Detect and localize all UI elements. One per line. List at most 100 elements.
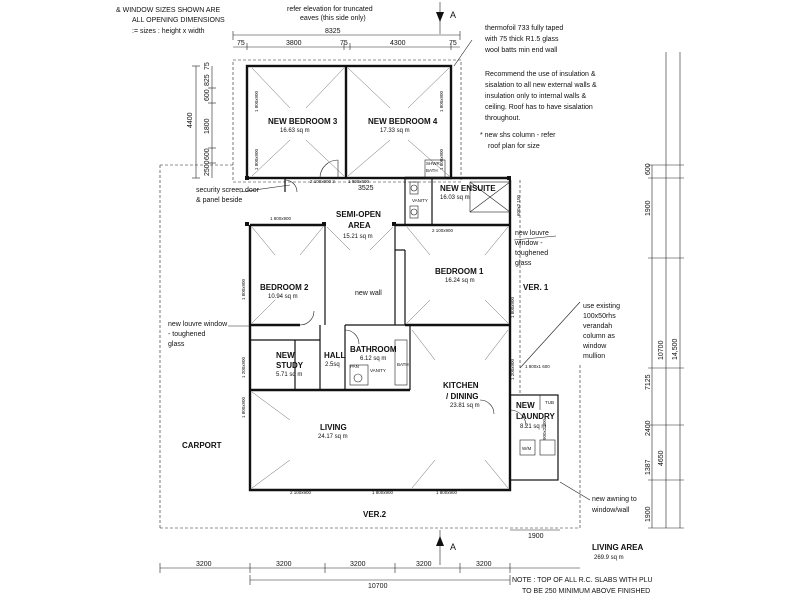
svg-text:toughened: toughened: [515, 250, 548, 257]
window-label-8: 1 800x1 600: [525, 364, 550, 369]
svg-text:100x50rhs: 100x50rhs: [583, 313, 616, 320]
eaves-note-2: eaves (this side only): [300, 15, 366, 22]
bottom-dimension-1900: 1900: [510, 529, 560, 540]
svg-text:insulation only to internal wa: insulation only to internal walls &: [485, 93, 586, 100]
svg-text:14,500: 14,500: [672, 338, 679, 360]
svg-text:3800: 3800: [286, 40, 302, 47]
room-living-name: LIVING: [320, 423, 347, 432]
room-laundry-area: 8.21 sq m: [520, 424, 546, 430]
svg-text:sisalation to all new external: sisalation to all new external walls &: [485, 82, 597, 89]
bath-label-bath: BATH: [397, 362, 409, 367]
svg-text:verandah: verandah: [583, 323, 612, 330]
window-label-4: 2 100x900: [432, 228, 454, 233]
svg-text:thermofoil 733 fully taped: thermofoil 733 fully taped: [485, 25, 563, 32]
shwr-label: SHWR: [426, 161, 440, 166]
svg-text:column as: column as: [583, 333, 615, 340]
svg-text:75: 75: [204, 62, 211, 70]
svg-text:A: A: [450, 542, 456, 552]
wm-label: W/M: [522, 446, 531, 451]
left-dimension-4400: 4400: [187, 65, 200, 179]
svg-text:roof plan for size: roof plan for size: [488, 143, 540, 150]
svg-text:3200: 3200: [476, 561, 492, 568]
window-label-3: 1 800x900: [270, 216, 292, 221]
room-semi-name1: SEMI-OPEN: [336, 210, 381, 219]
svg-text:1800: 1800: [204, 118, 211, 134]
room-ensuite-name: NEW ENSUITE: [440, 184, 496, 193]
shs-column-note: * new shs column - refer roof plan for s…: [480, 132, 556, 150]
window-label-16: 900x2 400: [542, 418, 547, 440]
svg-text:* new shs column - refer: * new shs column - refer: [480, 132, 556, 139]
room-carport-name: CARPORT: [182, 441, 222, 450]
svg-text:- toughened: - toughened: [168, 331, 205, 338]
window-label-2: 1 800x600: [348, 179, 370, 184]
room-kitchen-area: 23.81 sq m: [450, 403, 480, 409]
svg-text:825: 825: [204, 74, 211, 86]
window-label-19: 1 200x900: [510, 358, 515, 380]
svg-text:security screen door: security screen door: [196, 187, 260, 194]
room-bed1-name: BEDROOM 1: [435, 267, 484, 276]
tub-label: TUB: [545, 400, 554, 405]
bath-label-ensuite: BATH: [426, 168, 438, 173]
room-ver2-name: VER.2: [363, 510, 387, 519]
svg-text:3200: 3200: [416, 561, 432, 568]
svg-text:window -: window -: [514, 240, 543, 247]
svg-text:600: 600: [204, 89, 211, 101]
window-size-note-2: ALL OPENING DIMENSIONS: [132, 17, 225, 24]
living-area-label: LIVING AREA: [592, 543, 643, 552]
window-size-note-1: & WINDOW SIZES SHOWN ARE: [116, 7, 221, 14]
window-label-5: 2 100x900: [290, 490, 312, 495]
window-label-15: 1 800x900: [439, 148, 444, 170]
window-label-1: 2 100x900 2: [310, 179, 335, 184]
svg-text:10700: 10700: [368, 583, 388, 590]
svg-text:wool batts min end wall: wool batts min end wall: [484, 47, 558, 54]
louvre-right-note: new louvre window - toughened glass: [513, 230, 557, 267]
slab-note-1: NOTE : TOP OF ALL R.C. SLABS WITH PLU: [512, 577, 653, 584]
svg-text:4650: 4650: [658, 450, 665, 466]
svg-text:A: A: [450, 10, 456, 20]
room-bed2-name: BEDROOM 2: [260, 283, 309, 292]
shs-column-markers: [245, 176, 511, 226]
window-label-10: 1 200x900: [241, 356, 246, 378]
window-label-13: 1 800x900: [254, 148, 259, 170]
section-marker-top: A: [436, 2, 456, 34]
living-area-value: 269.9 sq m: [594, 555, 624, 561]
svg-text:new louvre: new louvre: [515, 230, 549, 237]
svg-text:window/wall: window/wall: [591, 507, 630, 514]
room-bed2-area: 10.94 sq m: [268, 294, 298, 300]
window-label-7: 1 800x900: [436, 490, 458, 495]
room-bed4-name: NEW BEDROOM 4: [368, 117, 438, 126]
room-hall-name: HALL: [324, 351, 345, 360]
bottom-dimension-3200s: 3200 3200 3200 3200 3200: [159, 561, 580, 573]
svg-text:3200: 3200: [196, 561, 212, 568]
svg-text:window: window: [582, 343, 607, 350]
window-size-note-3: := sizes : height x width: [132, 28, 205, 35]
room-laundry-name2: LAUNDRY: [516, 412, 555, 421]
svg-text:3200: 3200: [276, 561, 292, 568]
insulation-note: thermofoil 733 fully taped with 75 thick…: [453, 25, 563, 67]
svg-text:8325: 8325: [325, 28, 341, 35]
window-label-18: 1 800x900: [510, 296, 515, 318]
vanity-label-ensuite: VANITY: [412, 198, 428, 203]
top-dimension-segments: 75 3800 75 4300 75: [233, 40, 460, 50]
room-hall-area: 2.5sq: [325, 362, 340, 368]
svg-text:4300: 4300: [390, 40, 406, 47]
new-wall-label: new wall: [355, 290, 382, 297]
existing-column-note: use existing 100x50rhs verandah column a…: [519, 301, 620, 369]
svg-text:75: 75: [340, 40, 348, 47]
room-ensuite-area: 16.03 sq m: [440, 195, 470, 201]
svg-text:throughout.: throughout.: [485, 115, 520, 122]
window-label-11: 1 800x900: [241, 396, 246, 418]
svg-text:600: 600: [645, 163, 652, 175]
svg-text:1387: 1387: [645, 459, 652, 475]
pan-label: PAN: [350, 364, 359, 369]
room-living-area: 24.17 sq m: [318, 434, 348, 440]
svg-text:1900: 1900: [528, 533, 544, 540]
svg-text:75: 75: [237, 40, 245, 47]
svg-text:2500: 2500: [204, 160, 211, 176]
louvre-left-note: new louvre window - toughened glass: [168, 321, 250, 348]
bottom-dimension-10700: 10700: [249, 575, 511, 590]
eaves-note-1: refer elevation for truncated: [287, 6, 373, 13]
top-dimension-total: 8325: [232, 28, 461, 40]
window-label-6: 1 800x900: [372, 490, 394, 495]
